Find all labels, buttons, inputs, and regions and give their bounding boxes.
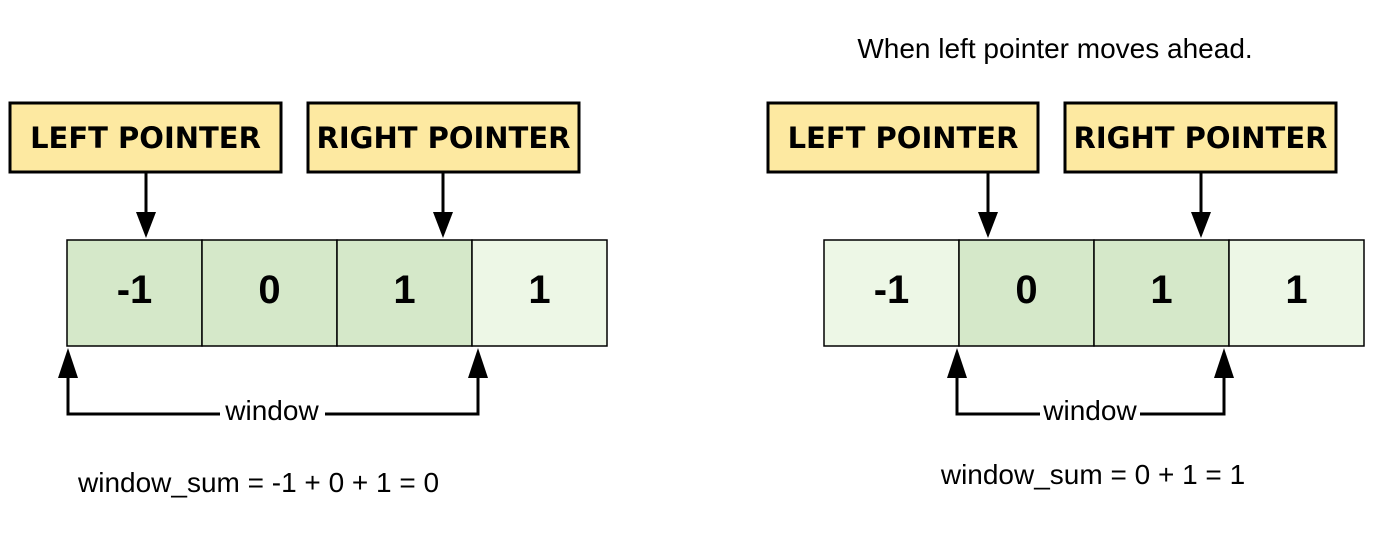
window-sum-text: window_sum = -1 + 0 + 1 = 0 (77, 467, 439, 498)
right-pointer-box (1063, 101, 1338, 174)
window-sum-text: window_sum = 0 + 1 = 1 (940, 459, 1245, 490)
right-pointer-label: RIGHT POINTER (317, 121, 571, 155)
right-pointer-box (306, 101, 581, 174)
array-cell (1228, 239, 1365, 347)
array-cell-value: 1 (528, 268, 550, 312)
left-pointer-arrow (136, 172, 156, 238)
array-cell (201, 239, 338, 347)
window-label: window (224, 395, 319, 426)
array-cell-value: 0 (1015, 268, 1037, 312)
diagram-caption: When left pointer moves ahead. (857, 33, 1252, 64)
window-bracket (58, 348, 488, 416)
left-pointer-box (8, 101, 283, 174)
right-pointer-arrow (1191, 172, 1211, 238)
panel-after: LEFT POINTER RIGHT POINTER -1 0 1 1 (766, 101, 1365, 490)
window-label: window (1042, 395, 1137, 426)
array-cell-value: 0 (258, 268, 280, 312)
array: -1 0 1 1 (823, 239, 1365, 347)
window-bracket (947, 348, 1234, 416)
array-cell (471, 239, 608, 347)
array-cell (1093, 239, 1230, 347)
right-pointer-label: RIGHT POINTER (1074, 121, 1328, 155)
array-cell-value: 1 (1285, 268, 1307, 312)
left-pointer-box (766, 101, 1040, 174)
left-pointer-arrow (978, 172, 998, 238)
panel-before: LEFT POINTER RIGHT POINTER -1 0 1 1 (8, 101, 608, 498)
array-cell-value: 1 (393, 268, 415, 312)
array-cell-value: 1 (1150, 268, 1172, 312)
array-cell (823, 239, 960, 347)
left-pointer-label: LEFT POINTER (30, 121, 261, 155)
array-cell-value: -1 (117, 268, 153, 312)
right-pointer-arrow (433, 172, 453, 238)
left-pointer-label: LEFT POINTER (788, 121, 1019, 155)
array-cell (66, 239, 203, 347)
array: -1 0 1 1 (66, 239, 608, 347)
array-cell-value: -1 (874, 268, 910, 312)
